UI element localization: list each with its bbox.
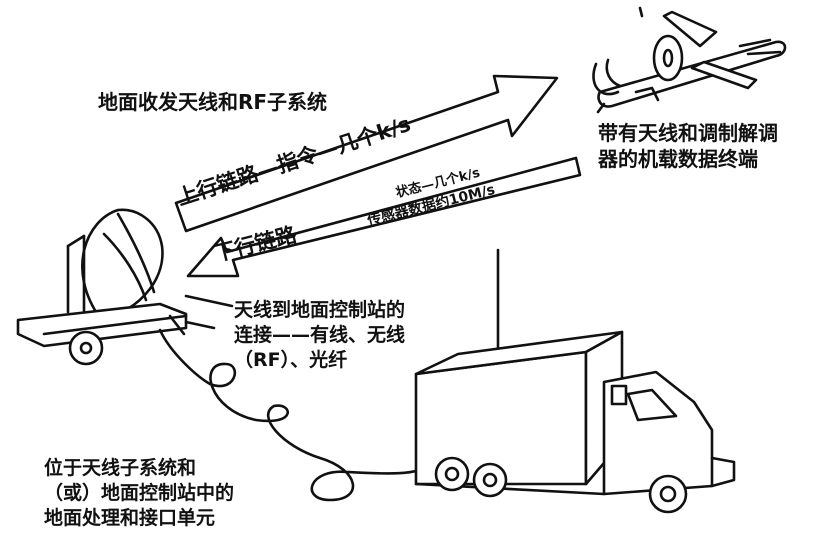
uplink-arrow (174, 74, 559, 233)
ground-antenna-trailer (16, 208, 216, 366)
connection-pointer (184, 294, 234, 308)
processing-unit-label: 位于天线子系统和 （或）地面控制站中的 地面处理和接口单元 (44, 457, 235, 530)
connection-cable (158, 328, 434, 502)
uav-aircraft (592, 6, 787, 114)
ground-control-truck (414, 248, 736, 514)
airborne-terminal-label: 带有天线和调制解调 器的机载数据终端 (598, 121, 778, 172)
connection-label: 天线到地面控制站的 连接——有线、无线 （RF）、光纤 (234, 299, 406, 372)
ground-antenna-label: 地面收发天线和RF子系统 (98, 90, 328, 114)
downlink-arrow (186, 156, 582, 278)
